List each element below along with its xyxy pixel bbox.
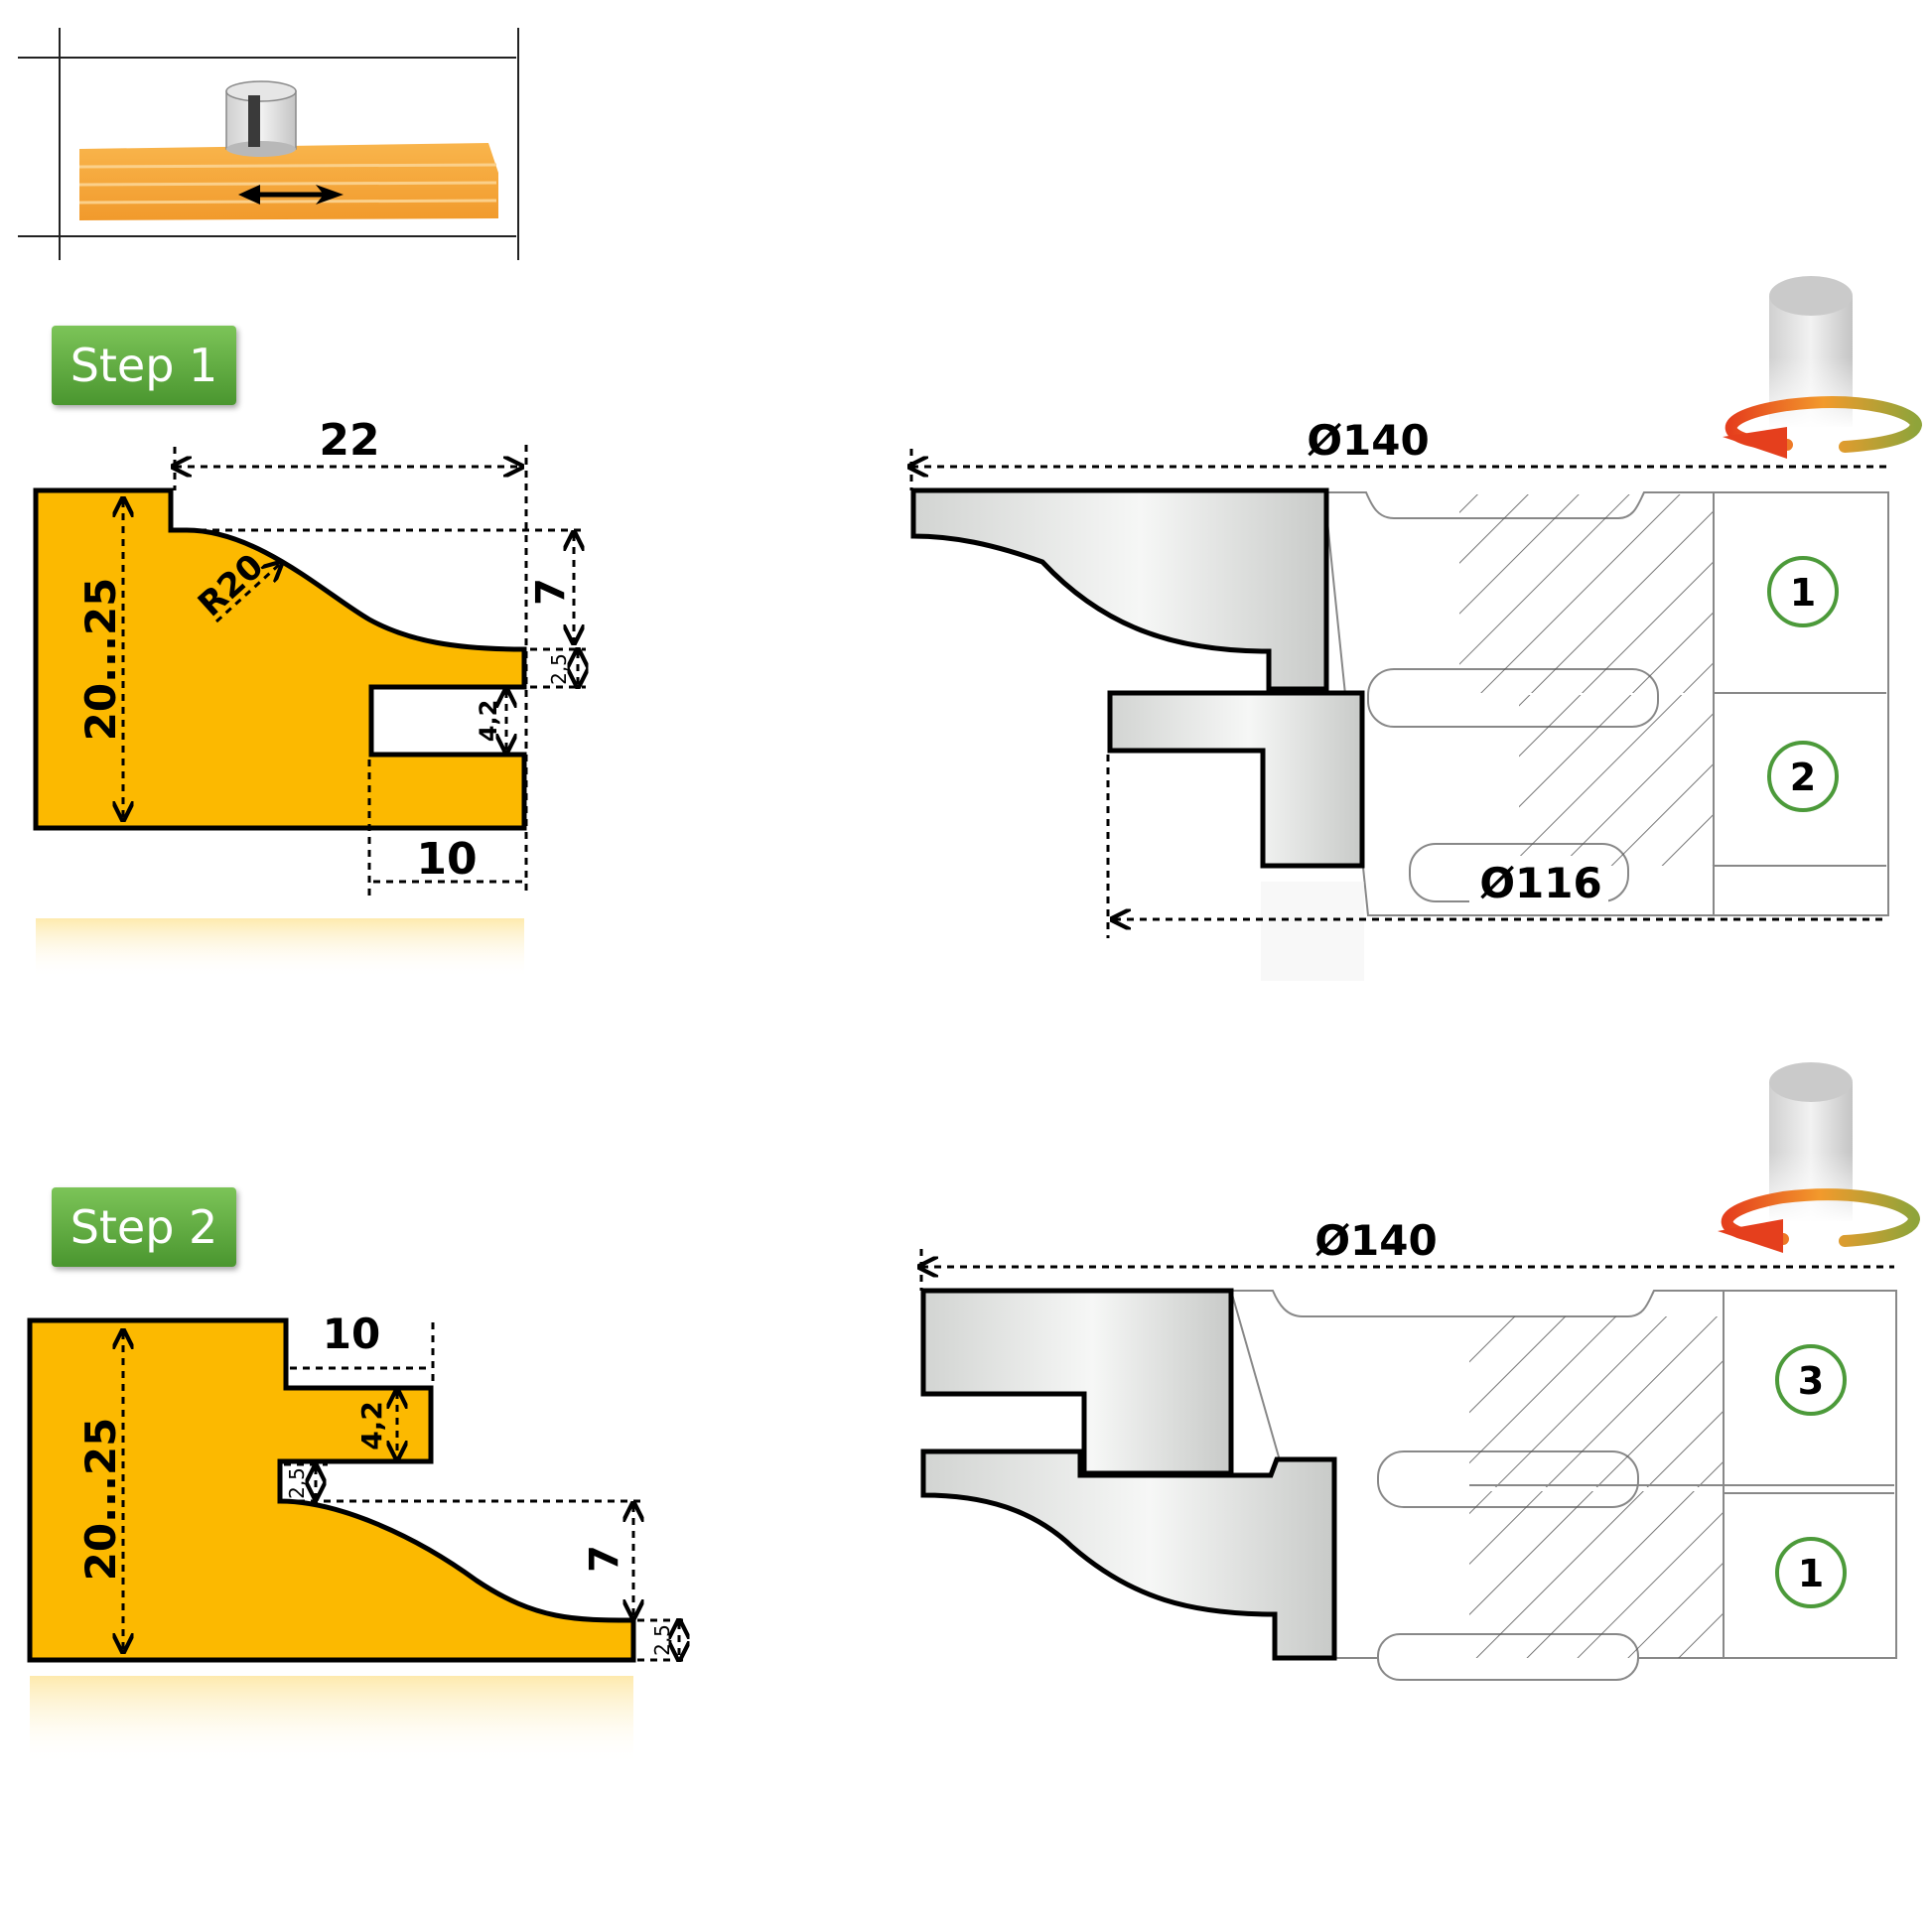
arrow-left-icon <box>238 185 344 205</box>
profile-reflection <box>30 1676 633 1765</box>
step-1-badge: Step 1 <box>52 326 236 405</box>
inner-diameter-label: Ø116 <box>1479 859 1601 907</box>
dim-lip: 2,5 <box>285 1467 309 1499</box>
dim-groove-height: 4,2 <box>475 700 502 743</box>
rotation-arrow-icon <box>1718 1188 1921 1253</box>
workpiece-profile-step1: 22 20...25 R20 7 2,5 4,2 10 <box>33 415 586 978</box>
wood-board <box>78 143 498 220</box>
dim-width: 22 <box>319 415 379 466</box>
dim-groove-width: 10 <box>416 834 477 885</box>
cutter-assembly-step2: Ø140 3 1 <box>920 1062 1921 1681</box>
dim-height: 20...25 <box>76 1418 125 1582</box>
outer-diameter-label: Ø140 <box>1314 1216 1437 1265</box>
workpiece-profile-step2: 20...25 10 4,2 2,5 7 2,5 <box>27 1310 687 1765</box>
knife-profile-3 <box>920 1288 1234 1476</box>
cutter-assembly-step1: Ø140 Ø116 1 2 <box>910 276 1923 981</box>
router-cutter-icon <box>225 80 297 157</box>
dim-height: 20...25 <box>76 578 125 742</box>
svg-text:2: 2 <box>1790 756 1816 799</box>
dim-depth: 7 <box>582 1545 627 1573</box>
knife-profile-1-lower <box>920 1449 1337 1661</box>
profile-shape <box>27 1317 636 1663</box>
profile-shape <box>33 487 527 831</box>
svg-text:1: 1 <box>1798 1552 1824 1595</box>
knife-number-3: 3 <box>1775 1344 1847 1416</box>
outer-diameter-label: Ø140 <box>1307 416 1429 465</box>
knife-profile-1 <box>910 487 1329 692</box>
knife-number-1: 1 <box>1775 1537 1847 1608</box>
knife-number-1: 1 <box>1767 556 1839 627</box>
dim-groove-height: 4,2 <box>355 1401 388 1450</box>
step-2-badge: Step 2 <box>52 1187 236 1267</box>
knife-profile-2 <box>1107 690 1365 869</box>
knife-number-2: 2 <box>1767 741 1839 812</box>
profile-reflection <box>36 918 524 978</box>
dim-lip-bottom: 2,5 <box>650 1624 674 1656</box>
dim-depth: 7 <box>528 578 574 606</box>
dim-lip: 2,5 <box>547 653 571 685</box>
svg-text:3: 3 <box>1798 1359 1824 1403</box>
rotation-arrow-icon <box>1723 396 1923 459</box>
machining-scene <box>18 28 519 260</box>
svg-text:1: 1 <box>1790 571 1816 615</box>
dim-groove-width: 10 <box>323 1310 380 1358</box>
